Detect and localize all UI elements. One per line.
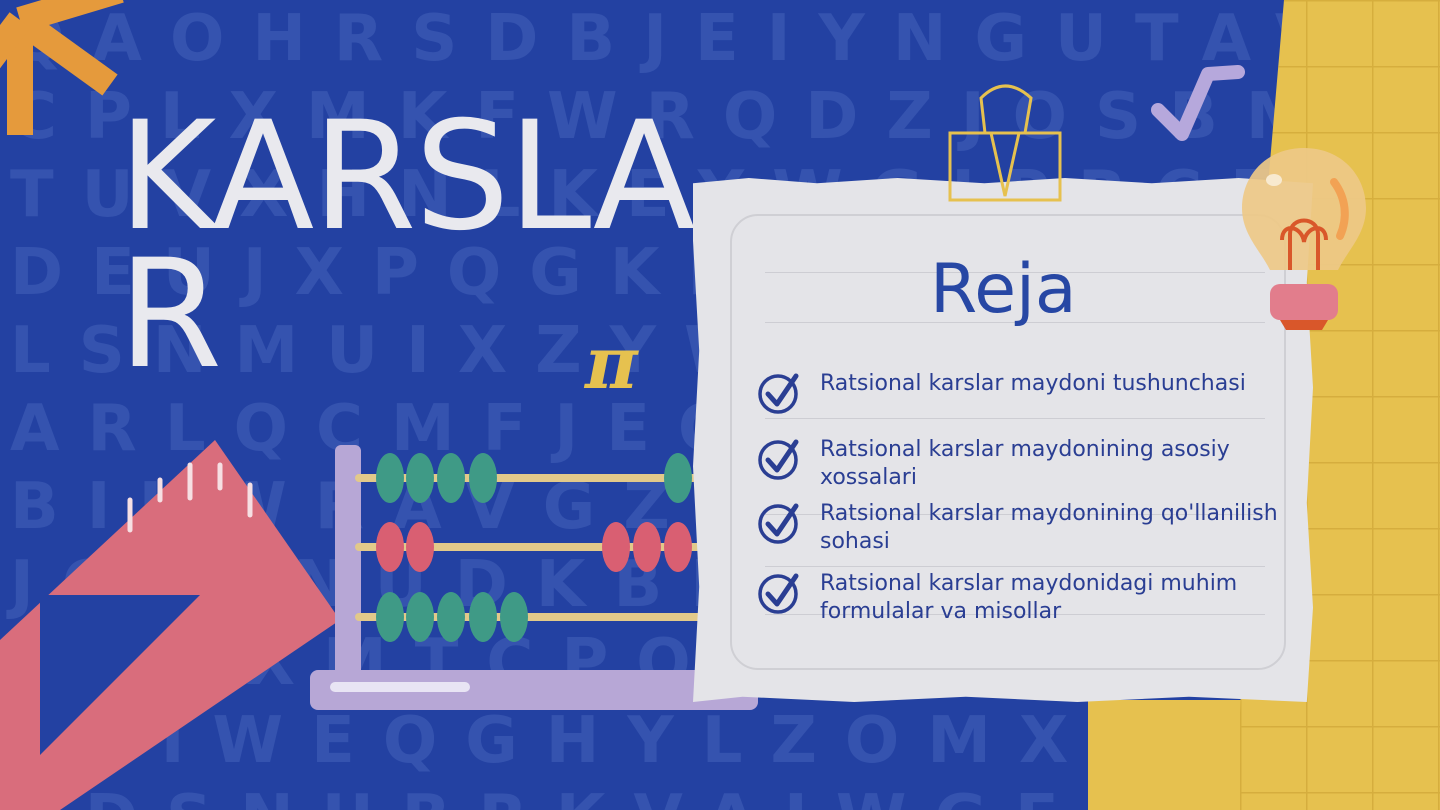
abacus-icon (310, 435, 758, 710)
plan-item-text: Ratsional karslar maydonidagi muhim form… (820, 571, 1238, 624)
lightbulb-icon (1242, 148, 1366, 330)
pi-icon: π (585, 320, 638, 405)
check-circle-icon (758, 573, 799, 614)
plan-item-text: Ratsional karslar maydonining qo'llanili… (820, 501, 1278, 554)
paper-rule-line (765, 272, 1265, 273)
paper-rule-line (765, 514, 1265, 515)
paper-inner-border (730, 214, 1286, 670)
paper-rule-line (765, 566, 1265, 567)
ruler-triangle-icon (0, 440, 340, 810)
sqrt-icon (1151, 65, 1245, 141)
check-circle-icon (758, 373, 799, 414)
check-circle-icon (758, 439, 799, 480)
binder-clip-icon (948, 84, 1062, 202)
plan-item-4: Ratsional karslar maydonidagi muhim form… (758, 570, 1298, 626)
paper-rule-line (765, 322, 1265, 323)
plan-item-text: Ratsional karslar maydonining asosiy xos… (820, 437, 1230, 490)
plan-item-3: Ratsional karslar maydonining qo'llanili… (758, 500, 1298, 556)
check-circle-icon (758, 503, 799, 544)
paper-rule-line (765, 418, 1265, 419)
slide-title: KARSLAR (118, 90, 695, 402)
plan-item-2: Ratsional karslar maydonining asosiy xos… (758, 436, 1298, 492)
plan-item-1: Ratsional karslar maydoni tushunchasi (758, 370, 1298, 414)
plan-heading: Reja (930, 250, 1077, 329)
plan-item-text: Ratsional karslar maydoni tushunchasi (820, 371, 1246, 396)
sunburst-icon (0, 0, 124, 135)
paper-rule-line (765, 614, 1265, 615)
